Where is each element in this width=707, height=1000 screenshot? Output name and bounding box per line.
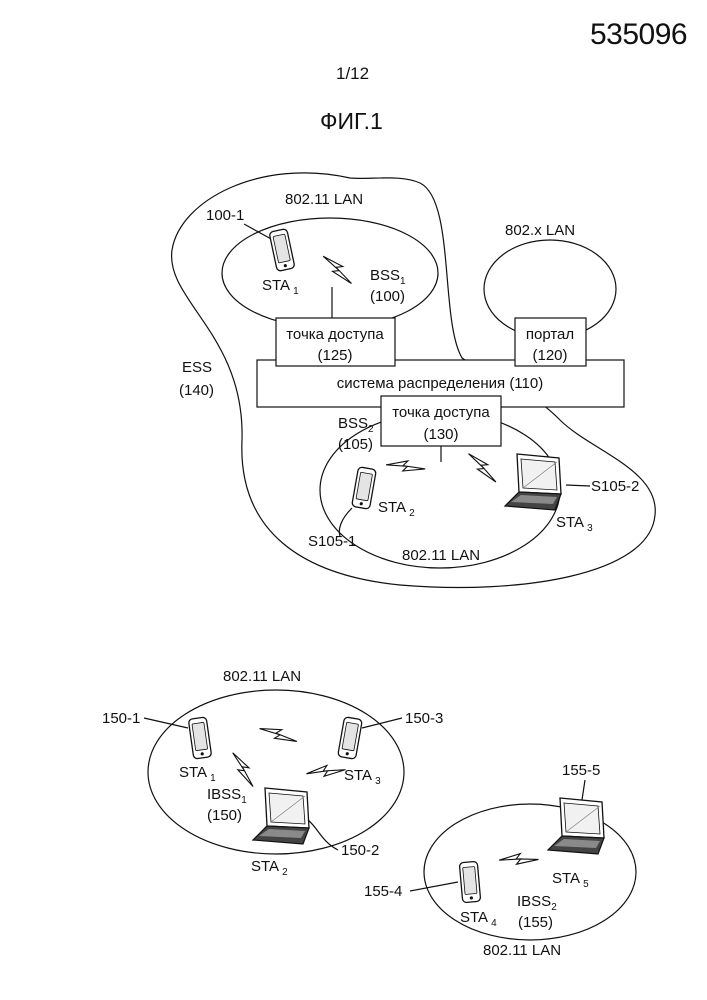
ess-ref: (140) [179,382,214,399]
ibss1-sta3-label: STA3 [344,767,381,787]
ap1-label: точка доступа [286,326,384,343]
sta2-label: STA2 [378,499,415,519]
wireless-link-icon [463,454,502,482]
sta1-label: STA1 [262,277,299,297]
ref-155-4: 155-4 [364,883,402,900]
ap2-ref: (130) [423,426,458,443]
ref-100-1: 100-1 [206,207,244,224]
distribution-system-label: система распределения (110) [337,375,543,392]
ref-155-5: 155-5 [562,762,600,779]
smartphone-icon [352,467,377,510]
ibss2-sta5-label: STA5 [552,870,589,890]
ibss1-sta1-label: STA1 [179,764,216,784]
ref-s105-2: S105-2 [591,478,639,495]
ibss1-ref: (150) [207,807,242,824]
ibss1-sta2-label: STA2 [251,858,288,878]
bss1-ellipse [222,218,438,328]
wireless-link-icon [224,753,263,787]
wireless-link-icon [386,454,425,480]
bss2-lan-label: 802.11 LAN [402,547,480,564]
ref-150-2: 150-2 [341,842,379,859]
bss2-ref: (105) [338,436,373,453]
sta3-label: STA3 [556,514,593,534]
ref-s105-1: S105-1 [308,533,356,550]
ap2-label: точка доступа [392,404,490,421]
laptop-icon [505,454,561,510]
ibss1-label: IBSS1 [207,786,247,806]
ap1-ref: (125) [317,347,352,364]
ibss2-lan-label: 802.11 LAN [483,942,561,959]
ibss2-label: IBSS2 [517,893,557,913]
smartphone-icon [338,717,363,760]
ref-150-1: 150-1 [102,710,140,727]
x-lan-label: 802.x LAN [505,222,575,239]
wireless-link-icon [260,725,297,744]
wireless-link-icon [318,256,357,283]
portal-ref: (120) [532,347,567,364]
bss1-ref: (100) [370,288,405,305]
ess-lan-label: 802.11 LAN [285,191,363,208]
bss1-label: BSS1 [370,267,406,287]
ess-label: ESS [182,359,212,376]
ibss2-ref: (155) [518,914,553,931]
wireless-link-icon [499,845,538,875]
bss2-label: BSS2 [338,415,374,435]
smartphone-icon [188,717,211,759]
ref-150-3: 150-3 [405,710,443,727]
smartphone-icon [459,861,480,902]
wireless-link-icon [306,756,345,788]
portal-label: портал [526,326,574,343]
smartphone-icon [269,229,295,272]
ibss1-lan-label: 802.11 LAN [223,668,301,685]
laptop-icon [253,788,309,844]
